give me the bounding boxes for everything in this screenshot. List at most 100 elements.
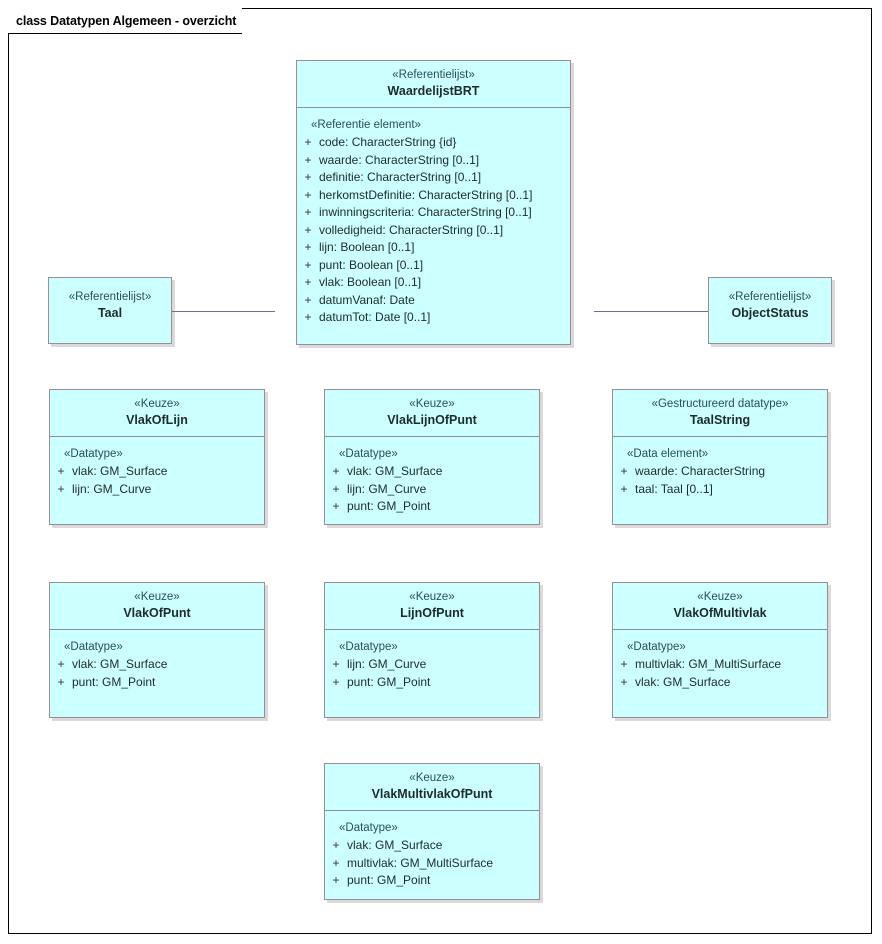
attribute-visibility: + [304,152,312,167]
attribute-text: punt: GM_Point [347,873,431,887]
class-vlakofmultivlak[interactable]: «Keuze» VlakOfMultivlak «Datatype» +mult… [612,582,828,718]
class-name: VlakMultivlakOfPunt [371,787,493,801]
attribute-visibility: + [304,187,312,202]
class-taalstring[interactable]: «Gestructureerd datatype» TaalString «Da… [612,389,828,525]
attribute-text: punt: GM_Point [72,674,156,689]
attribute-row: + definitie: CharacterString [0..1] [297,169,570,187]
class-attributes-lijnofpunt: «Datatype» +lijn: GM_Curve +punt: GM_Poi… [325,630,539,701]
class-header-vlakmultivlakofpunt: «Keuze» VlakMultivlakOfPunt [325,764,539,811]
attribute-row: +vlak: GM_Surface [50,463,264,481]
attribute-visibility: + [620,481,628,496]
class-vlakmultivlakofpunt[interactable]: «Keuze» VlakMultivlakOfPunt «Datatype» +… [324,763,540,900]
attribute-visibility: + [304,275,312,289]
class-name: ObjectStatus [731,306,809,320]
class-name: VlakOfPunt [123,606,191,620]
class-vlakofpunt[interactable]: «Keuze» VlakOfPunt «Datatype» + vlak: GM_… [49,582,265,718]
attribute-text: vlak: GM_Surface [347,838,443,852]
attribute-row: + vlak: GM_Surface [325,837,539,855]
class-name: Taal [97,306,123,320]
attribute-visibility: + [304,240,312,254]
attribute-visibility: + [57,674,65,689]
attribute-row: +inwinningscriteria: CharacterString [0.… [297,204,570,222]
class-stereotype: «Keuze» [409,772,455,784]
class-attributes-vlakmultivlakofpunt: «Datatype» + vlak: GM_Surface + multivlak:… [325,811,539,900]
tab-slant-edge [241,8,259,35]
attribute-visibility: + [304,222,312,237]
attribute-text: datumVanaf: Date [319,292,415,307]
connector-objectstatus-waardelijstbrt [594,311,708,312]
attribute-text: vlak: GM_Surface [635,674,731,689]
class-vlaklijnofpunt[interactable]: «Keuze» VlakLijnOfPunt «Datatype» +vlak:… [324,389,540,525]
class-name: TaalString [689,413,751,427]
attribute-row: + volledigheid: CharacterString [0..1] [297,222,570,240]
class-stereotype: «Keuze» [134,398,180,410]
attribute-row: + lijn: GM_Curve [325,481,539,499]
attribute-text: multivlak: GM_MultiSurface [347,855,494,870]
class-taal[interactable]: «Referentielijst» Taal [48,277,172,344]
class-header-vlakoflijn: «Keuze» VlakOfLijn [50,390,264,437]
class-vlakoflijn[interactable]: «Keuze» VlakOfLijn «Datatype» +vlak: GM_… [49,389,265,525]
attribute-text: punt: GM_Point [347,499,431,513]
attribute-text: vlak: GM_Surface [72,657,168,671]
compartment-stereotype: «Datatype» [64,448,123,460]
attribute-text: waarde: CharacterString [0..1] [319,152,480,167]
attribute-visibility: + [332,464,340,478]
attribute-text: volledigheid: CharacterString [0..1] [319,222,504,237]
attribute-visibility: + [57,657,65,671]
attribute-visibility: + [332,838,340,852]
compartment-stereotype: «Datatype» [339,448,398,460]
attribute-visibility: + [620,464,628,478]
attribute-row: +lijn: GM_Curve [325,656,539,674]
attribute-visibility: + [304,135,312,149]
attribute-text: inwinningscriteria: CharacterString [0..… [319,205,532,219]
class-stereotype: «Keuze» [409,398,455,410]
class-stereotype: «Keuze» [134,591,180,603]
compartment-stereotype: «Referentie element» [311,119,421,131]
attribute-text: code: CharacterString {id} [319,135,457,149]
class-lijnofpunt[interactable]: «Keuze» LijnOfPunt «Datatype» +lijn: GM_… [324,582,540,718]
attribute-row: + vlak: Boolean [0..1] [297,274,570,292]
class-stereotype: «Gestructureerd datatype» [651,398,789,410]
attribute-row: + punt: GM_Point [50,674,264,692]
diagram-title-label: class Datatypen Algemeen - overzicht [16,13,237,28]
attribute-text: vlak: GM_Surface [72,464,168,478]
attribute-text: lijn: Boolean [0..1] [319,240,415,254]
attribute-text: datumTot: Date [0..1] [319,310,431,324]
class-header-waardelijstbrt: «Referentielijst» WaardelijstBRT [297,61,570,108]
compartment-stereotype: «Datatype» [64,641,123,653]
class-stereotype: «Referentielijst» [68,291,152,303]
attribute-text: waarde: CharacterString [635,464,766,478]
attribute-text: definitie: CharacterString [0..1] [319,170,482,184]
attribute-text: vlak: Boolean [0..1] [319,275,422,289]
class-objectstatus[interactable]: «Referentielijst» ObjectStatus [708,277,832,344]
class-name: WaardelijstBRT [387,84,480,98]
attribute-row: +multivlak: GM_MultiSurface [613,656,827,674]
class-stereotype: «Keuze» [697,591,743,603]
attribute-text: taal: Taal [0..1] [635,481,713,496]
attribute-text: lijn: GM_Curve [347,481,427,496]
attribute-row: + punt: GM_Point [325,498,539,516]
class-name: VlakOfMultivlak [673,606,767,620]
attribute-visibility: + [332,481,340,496]
class-header-vlakofmultivlak: «Keuze» VlakOfMultivlak [613,583,827,630]
class-attributes-vlakoflijn: «Datatype» +vlak: GM_Surface +lijn: GM_C… [50,437,264,508]
attribute-text: lijn: GM_Curve [72,481,152,496]
attribute-row: + vlak: GM_Surface [50,656,264,674]
class-name: VlakOfLijn [126,413,188,427]
attribute-row: +datumVanaf: Date [297,292,570,310]
class-stereotype: «Referentielijst» [392,69,475,81]
compartment-stereotype: «Datatype» [339,822,398,834]
diagram-title-tab: class Datatypen Algemeen - overzicht [8,8,243,34]
class-waardelijstbrt[interactable]: «Referentielijst» WaardelijstBRT «Refere… [296,60,571,345]
attribute-text: lijn: GM_Curve [347,657,427,671]
compartment-stereotype: «Data element» [627,448,709,460]
attribute-row: +vlak: GM_Surface [325,463,539,481]
attribute-row: +datumTot: Date [0..1] [297,309,570,327]
class-header-taal: «Referentielijst» Taal [49,278,171,329]
class-name: VlakLijnOfPunt [387,413,477,427]
attribute-row: + lijn: Boolean [0..1] [297,239,570,257]
attribute-row: + code: CharacterString {id} [297,134,570,152]
attribute-visibility: + [304,170,312,184]
attribute-row: +punt: GM_Point [325,674,539,692]
attribute-visibility: + [332,499,340,513]
